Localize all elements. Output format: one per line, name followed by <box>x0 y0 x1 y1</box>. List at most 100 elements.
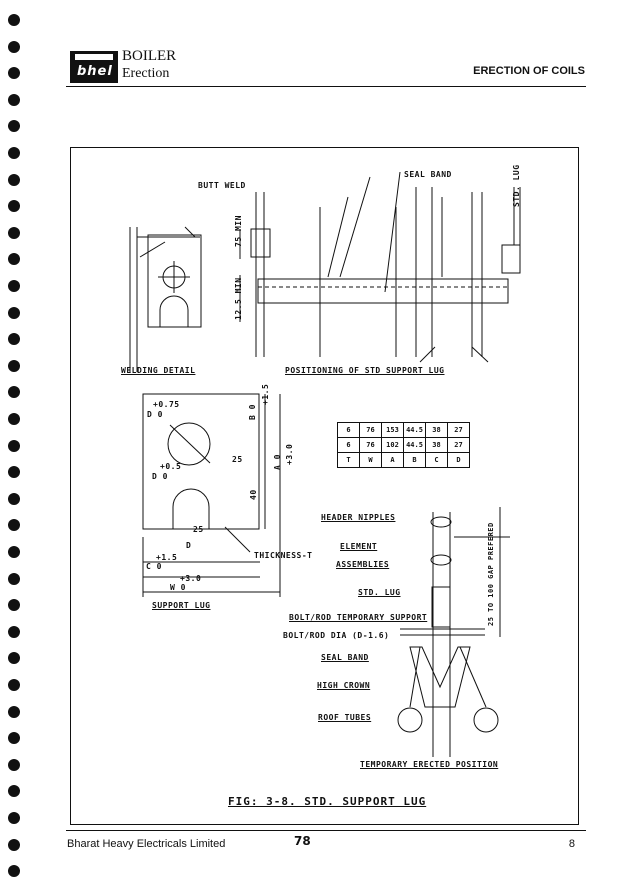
footer-company: Bharat Heavy Electricals Limited <box>67 838 226 850</box>
tol-c-15: +1.5 <box>156 553 178 562</box>
binder-hole <box>8 865 20 878</box>
binder-hole <box>8 599 20 612</box>
drawing-frame <box>70 147 579 825</box>
footer-handwritten-number: 78 <box>294 834 311 848</box>
binder-hole <box>8 439 20 452</box>
binder-hole <box>8 679 20 691</box>
table-cell: 27 <box>447 422 470 438</box>
binder-hole <box>8 386 20 399</box>
table-cell: B <box>403 452 426 468</box>
table-cell: 38 <box>425 437 448 453</box>
label-temporary-erected: TEMPORARY ERECTED POSITION <box>360 760 499 769</box>
binder-hole <box>8 333 20 346</box>
label-welding-detail: WELDING DETAIL <box>121 366 196 375</box>
dim-w-0: W 0 <box>170 583 186 592</box>
table-cell: 102 <box>381 437 404 453</box>
binder-hole <box>8 413 20 425</box>
binder-hole <box>8 572 20 585</box>
table-cell: 153 <box>381 422 404 438</box>
binder-hole <box>8 253 20 266</box>
tol-b-15: +1.5 <box>261 383 270 405</box>
label-bolt-dia: BOLT/ROD DIA (D-1.6) <box>283 631 390 640</box>
label-support-lug: SUPPORT LUG <box>152 601 211 610</box>
table-cell: 44.5 <box>403 422 426 438</box>
bhel-logo: bhel <box>70 51 118 83</box>
binder-hole <box>8 173 20 186</box>
table-cell: 76 <box>359 422 382 438</box>
label-bolt-temporary-support: BOLT/ROD TEMPORARY SUPPORT <box>289 613 428 622</box>
footer-rule <box>66 830 586 831</box>
dim-d-mid: D <box>186 541 192 550</box>
table-cell: 6 <box>337 437 360 453</box>
binder-hole <box>8 14 20 26</box>
binder-hole <box>8 120 20 133</box>
label-seal-band-top: SEAL BAND <box>404 170 452 179</box>
binder-hole <box>8 838 20 851</box>
figure-caption: FIG: 3-8. STD. SUPPORT LUG <box>228 795 427 808</box>
label-positioning: POSITIONING OF STD SUPPORT LUG <box>285 366 445 375</box>
binder-hole <box>8 546 20 558</box>
binder-hole <box>8 812 20 824</box>
header-rule <box>66 86 586 87</box>
dim-25: 25 <box>232 455 243 464</box>
label-high-crown: HIGH CROWN <box>317 681 371 690</box>
binder-hole <box>8 359 20 372</box>
label-gap: 25 TO 100 GAP PREFERED <box>487 522 495 626</box>
binder-hole <box>8 732 20 745</box>
binder-hole <box>8 625 20 638</box>
label-std-lug: STD. LUG <box>358 588 401 597</box>
table-cell: 76 <box>359 437 382 453</box>
label-std-lug-top: STD. LUG <box>512 164 521 207</box>
table-cell: C <box>425 452 448 468</box>
dim-c-0: C 0 <box>146 562 162 571</box>
table-cell: D <box>447 452 470 468</box>
brand-line-1: BOILER <box>122 48 177 64</box>
binder-hole <box>8 67 20 80</box>
dim-40: 40 <box>249 489 258 500</box>
binder-hole <box>8 705 20 718</box>
label-12-5-min: 12.5 MIN <box>234 277 243 320</box>
binder-hole <box>8 785 20 798</box>
label-header-nipples: HEADER NIPPLES <box>321 513 396 522</box>
binder-hole <box>8 519 20 532</box>
binder-hole <box>8 200 20 213</box>
dim-d-0: D 0 <box>147 410 163 419</box>
dim-25b: 25 <box>193 525 204 534</box>
binder-hole <box>8 492 20 505</box>
binder-hole <box>8 466 20 479</box>
tol-d-075: +0.75 <box>153 400 180 409</box>
binder-hole <box>8 306 20 319</box>
binder-hole <box>8 40 20 53</box>
table-cell: T <box>337 452 360 468</box>
table-cell: 44.5 <box>403 437 426 453</box>
tol-w-30: +3.0 <box>180 574 202 583</box>
temporary-erected-figure <box>397 507 510 757</box>
binder-hole <box>8 652 20 665</box>
logo-mark: bhel <box>77 64 113 79</box>
brand-line-2: Erection <box>122 66 170 81</box>
page-number: 8 <box>568 838 575 850</box>
label-assemblies: ASSEMBLIES <box>336 560 390 569</box>
dim-b-0: B 0 <box>248 404 257 420</box>
label-75-min: 75 MIN <box>234 215 243 247</box>
label-butt-weld: BUTT WELD <box>198 181 246 190</box>
section-title: ERECTION OF COILS <box>473 65 585 77</box>
label-seal-band: SEAL BAND <box>321 653 369 662</box>
tol-d-05: +0.5 <box>160 462 182 471</box>
table-cell: W <box>359 452 382 468</box>
table-cell: 6 <box>337 422 360 438</box>
table-cell: 27 <box>447 437 470 453</box>
binder-hole <box>8 280 20 292</box>
binder-hole <box>8 758 20 771</box>
logo-hindi-band <box>75 54 113 60</box>
positioning-figure <box>239 171 521 363</box>
support-lug-figure <box>142 393 281 597</box>
label-element: ELEMENT <box>340 542 378 551</box>
dim-a-0: A 0 <box>273 454 282 470</box>
dim-d-0b: D 0 <box>152 472 168 481</box>
binder-hole <box>8 147 20 159</box>
